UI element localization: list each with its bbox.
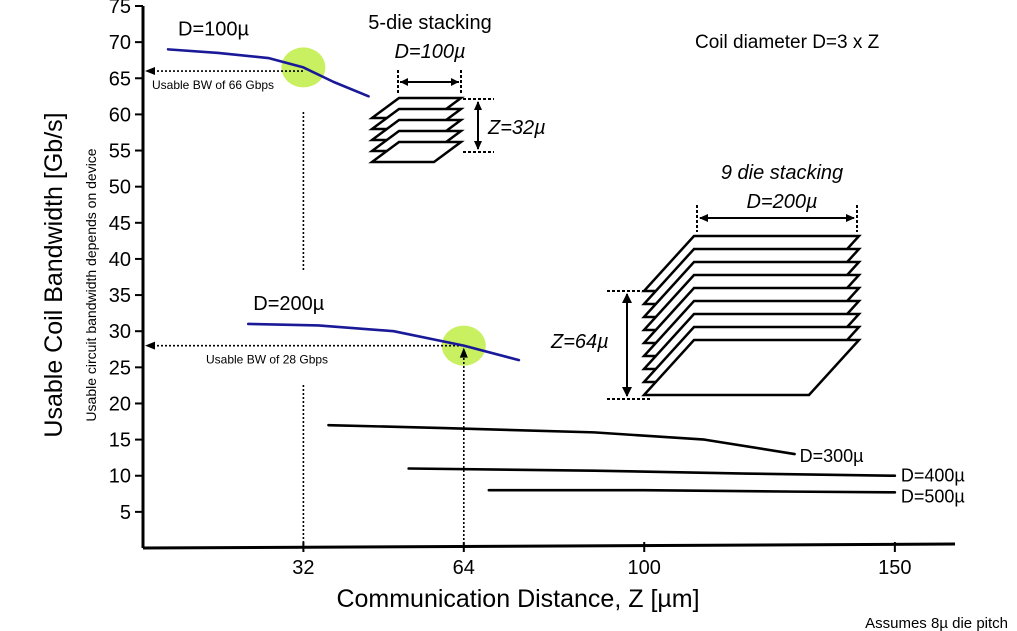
series-line [487, 488, 897, 494]
series-label: D=300µ [800, 446, 864, 466]
usable-bw-arrowhead [145, 341, 155, 350]
stack9-title: 9 die stacking [721, 162, 843, 184]
y-tick-label: 65 [109, 68, 131, 90]
x-tick-label: 150 [878, 557, 911, 579]
stack5-title: 5-die stacking [368, 12, 491, 34]
coil-note: Coil diameter D=3 x Z [695, 32, 880, 53]
y-tick-label: 20 [109, 393, 131, 415]
y-tick-label: 15 [109, 430, 131, 452]
series-label: D=100µ [178, 18, 249, 40]
y-axis-subtitle: Usable circuit bandwidth depends on devi… [83, 148, 99, 421]
y-tick-label: 70 [109, 32, 131, 54]
stack9-diameter: D=200µ [746, 191, 817, 213]
y-tick-label: 50 [109, 177, 131, 199]
usable-bw-arrowhead [145, 67, 155, 76]
y-axis-title: Usable Coil Bandwidth [Gb/s] [40, 112, 68, 437]
series-line [246, 322, 521, 362]
y-tick-label: 5 [120, 502, 131, 524]
x-tick-label: 100 [628, 557, 661, 579]
stack9-plates [641, 234, 862, 397]
die-plate [641, 338, 862, 397]
x-axis [142, 542, 956, 550]
stack5-diameter: D=100µ [394, 41, 465, 63]
usable-bw-label: Usable BW of 28 Gbps [206, 353, 328, 367]
x-tick-label: 32 [292, 557, 314, 579]
series-line [166, 48, 370, 98]
series-label: D=500µ [901, 486, 965, 506]
stack5-illustration: 5-die stacking D=100µ Z=32µ [368, 12, 546, 164]
y-tick-label: 55 [109, 141, 131, 163]
usable-bw-label: Usable BW of 66 Gbps [152, 78, 274, 92]
series-line [327, 423, 796, 456]
y-tick-label: 45 [109, 213, 131, 235]
y-tick-label: 25 [109, 357, 131, 379]
y-tick-label: 40 [109, 249, 131, 271]
series-label: D=400µ [901, 466, 965, 486]
stack5-plates [368, 96, 465, 164]
die-plate [368, 140, 465, 164]
series-label: D=200µ [253, 293, 324, 315]
x-ticks: 32 64 100 150 [292, 542, 912, 579]
stack9-illustration: 9 die stacking D=200µ Z=64µ [550, 162, 862, 400]
highlight-markers [281, 47, 486, 366]
y-tick-label: 30 [109, 321, 131, 343]
series-line [407, 467, 897, 478]
y-tick-label: 75 [109, 0, 131, 18]
x-tick-label: 64 [453, 557, 475, 579]
x-axis-title: Communication Distance, Z [µm] [336, 585, 699, 613]
y-ticks: 5 10 15 20 25 30 35 40 45 50 55 60 65 70 75 [109, 0, 143, 524]
y-tick-label: 10 [109, 466, 131, 488]
y-tick-label: 60 [109, 104, 131, 126]
footnote: Assumes 8µ die pitch [865, 615, 1008, 631]
distance-arrowhead [459, 347, 468, 358]
y-tick-label: 35 [109, 285, 131, 307]
stack9-height: Z=64µ [550, 331, 609, 353]
stack5-height: Z=32µ [487, 117, 546, 139]
